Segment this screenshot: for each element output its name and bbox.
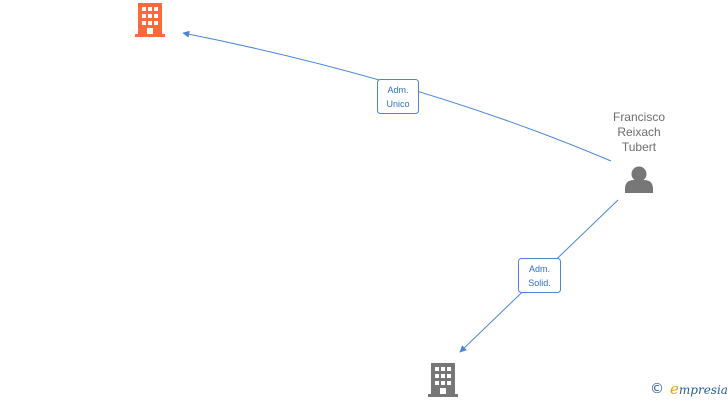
person-name-label: Francisco Reixach Tubert <box>596 110 682 155</box>
building-icon <box>135 3 165 37</box>
brand-name-rest: mpresia <box>678 382 728 397</box>
edge-label-adm-solid[interactable]: Adm. Solid. <box>518 258 561 293</box>
brand-first-letter: e <box>670 379 679 398</box>
person-icon <box>625 166 653 193</box>
edge-label-adm-unico-line-1: Adm. <box>387 85 408 95</box>
edge-label-adm-solid-line-2: Solid. <box>528 278 551 288</box>
edge-adm-solid: Adm. Solid. <box>459 199 619 353</box>
person-name-line-1: Francisco <box>612 110 665 124</box>
building-icon <box>428 363 458 397</box>
person-name-line-3: Tubert <box>621 140 657 154</box>
company-node-top[interactable] <box>135 3 165 37</box>
brand-logo: empresia <box>670 381 728 398</box>
person-node[interactable] <box>625 166 653 194</box>
edge-adm-unico: Adm. Unico <box>182 30 612 162</box>
edge-label-adm-solid-line-1: Adm. <box>529 264 550 274</box>
copyright-icon: © <box>650 381 664 397</box>
edge-label-adm-unico-line-2: Unico <box>386 99 409 109</box>
company-node-bottom[interactable] <box>428 363 458 397</box>
person-name-line-2: Reixach <box>617 125 661 139</box>
empresia-watermark[interactable]: © empresia <box>650 380 728 398</box>
edge-label-adm-unico[interactable]: Adm. Unico <box>377 79 419 114</box>
